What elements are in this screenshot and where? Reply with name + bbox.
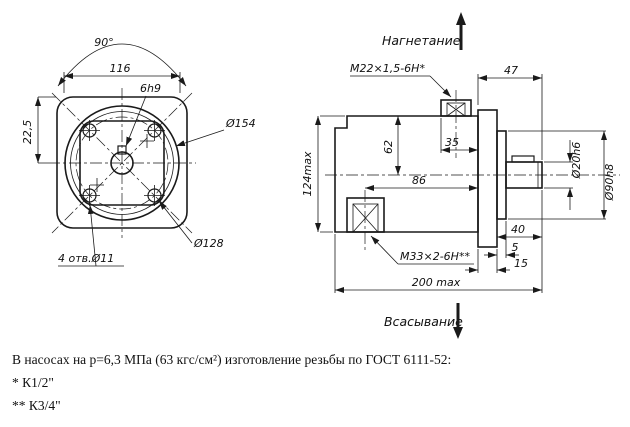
thread-bottom-label: M33×2-6H**: [400, 250, 470, 263]
front-dimensions: 90° 116 22,5 6h9 Ø154 Ø128 4 отв.Ø11: [21, 36, 256, 267]
shaft-key: [511, 155, 535, 163]
side-dimensions: M22×1,5-6H* 47 62 35 86 124max M33×2-6H*…: [301, 62, 616, 293]
front-view: 90° 116 22,5 6h9 Ø154 Ø128 4 отв.Ø11: [21, 36, 256, 267]
boss-circle-inner: [70, 111, 174, 215]
dia-128-label: Ø128: [193, 237, 224, 250]
dim-15-label: 15: [514, 257, 528, 270]
suction-callout: Всасывание: [384, 303, 463, 339]
pump-body: [334, 115, 479, 233]
dim-22-5-label: 22,5: [21, 120, 34, 145]
shaft-dia-label: Ø20h6: [570, 142, 583, 180]
boss-circle-outer: [64, 105, 180, 221]
dim-86-label: 86: [412, 174, 426, 187]
dim-124-label: 124max: [301, 151, 314, 196]
mounting-square: [79, 120, 165, 206]
dim-47-label: 47: [504, 64, 518, 77]
discharge-port: [440, 99, 472, 117]
keyway-label: 6h9: [140, 82, 161, 95]
shaft-hole: [110, 151, 134, 175]
dim-35-label: 35: [445, 136, 459, 149]
dim-5-label: 5: [512, 241, 519, 254]
suction-port: [346, 197, 385, 233]
bolt-holes: [79, 120, 165, 206]
note-line: В насосах на р=6,3 МПа (63 кгс/см²) изго…: [12, 352, 452, 367]
thread-top-label: M22×1,5-6H*: [350, 62, 425, 75]
holes-note-label: 4 отв.Ø11: [58, 252, 114, 265]
side-view: Нагнетание Всасывание M22×1,5-6H* 47 62 …: [301, 12, 620, 339]
dia-154-label: Ø154: [225, 117, 256, 130]
technical-drawing: 90° 116 22,5 6h9 Ø154 Ø128 4 отв.Ø11: [21, 12, 620, 339]
front-centerlines: [48, 88, 196, 238]
notes-block: В насосах на р=6,3 МПа (63 кгс/см²) изго…: [12, 352, 451, 421]
flange-outline: [56, 96, 188, 229]
dim-40-label: 40: [511, 223, 525, 236]
discharge-arrow-head: [456, 12, 466, 25]
mounting-flange: [477, 109, 498, 248]
suction-label: Всасывание: [384, 314, 463, 329]
bolt-circle: [75, 116, 169, 210]
dim-116-label: 116: [110, 62, 131, 75]
keyway-notch: [117, 145, 127, 155]
discharge-callout: Нагнетание: [382, 12, 466, 50]
dim-62-label: 62: [382, 140, 395, 154]
side-centerlines: [325, 90, 620, 250]
footnote-1: * К1/2": [12, 375, 54, 390]
discharge-label: Нагнетание: [382, 33, 461, 48]
footnote-2: ** К3/4": [12, 398, 61, 413]
face-hole-marks: [90, 134, 154, 192]
angle-90-label: 90°: [94, 36, 114, 49]
dim-200-label: 200 max: [412, 276, 461, 289]
pilot-dia-label: Ø90h8: [603, 164, 616, 202]
suction-arrow-head: [453, 327, 463, 339]
angle-arc: [57, 43, 187, 87]
